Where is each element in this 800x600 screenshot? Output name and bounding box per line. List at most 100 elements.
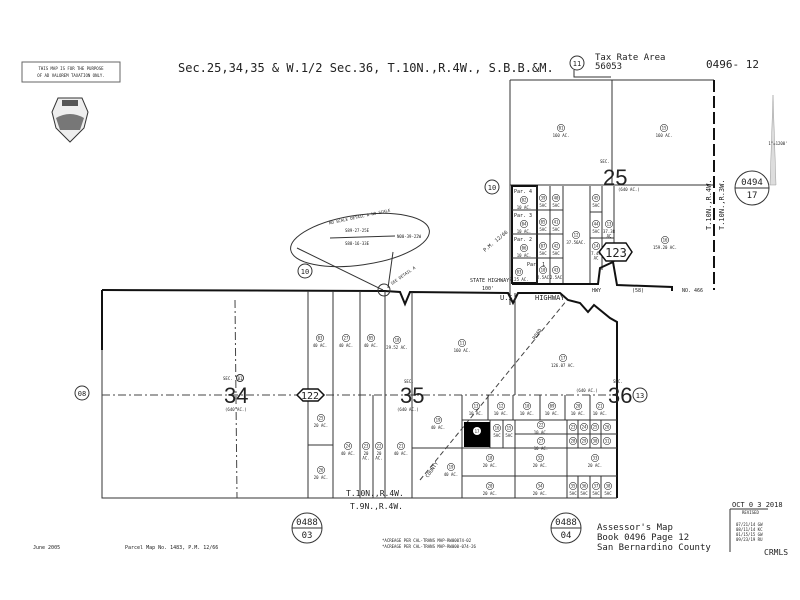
code-122: 122 [301,391,319,402]
parcel-acreage: 20 AC. [588,463,602,468]
parcel-43[interactable]: 432.5AC [550,266,563,280]
parcel-03[interactable]: 038.25 AC. [509,268,529,282]
parcel-26[interactable]: 26 [603,423,611,431]
parcel-number: 30 [593,439,598,444]
sec-25-acreage: (640 AC.) [618,187,640,192]
parcel-25[interactable]: 25 [591,423,599,431]
parcel-number-circle [592,220,600,228]
sec-25-label: SEC. [600,159,610,164]
parcel-acreage: 8.25 AC. [509,277,528,282]
parcel-number-circle [537,421,545,429]
parcel-number-circle [393,336,401,344]
parcel-number: 36 [582,484,587,489]
parcel-acreage: 40 AC. [364,343,378,348]
detail-bearing-1: S89-27-25E [345,228,370,233]
adjacent-map-13[interactable]: 13 [636,392,644,400]
parcel-number-circle [596,402,604,410]
parcel-24[interactable]: 24 [580,423,588,431]
adjacent-map-08[interactable]: 08 [78,390,86,398]
parcel-number-circle [493,424,501,432]
parcel-10[interactable]: 102.5AC [537,266,550,280]
parcel-28[interactable]: 28 [569,437,577,445]
adjacent-map-0494-17[interactable]: 0494 17 [734,170,770,206]
adjacent-map-10-top[interactable]: 10 [488,184,496,192]
parcel-number-circle [317,414,325,422]
parcel-23[interactable]: 23 [569,423,577,431]
parcel-29[interactable]: 29 [580,437,588,445]
parcel-number-circle [523,402,531,410]
parcel-acreage: 2.5AC [550,275,563,280]
sec-34-circle-number: 01 [238,376,243,381]
parcel-30[interactable]: 30 [591,437,599,445]
adjacent-map-0488-03[interactable]: 0488 03 [291,512,323,544]
parcel-number: 38 [606,484,611,489]
parcel-number-circle [539,266,547,274]
parcel-acreage: 20 AC. [483,491,497,496]
parcel-acreage: 160 AC. [454,348,471,353]
disclaimer-line2: OF AD VALOREM TAXATION ONLY. [37,73,104,78]
parcel-number-circle [557,124,565,132]
adjacent-map-10-left[interactable]: 10 [301,268,309,276]
no-466-label: NO. 466 [682,288,703,294]
detail-bearing-2: S88-16-33E [345,241,370,246]
parcel-number-circle [505,424,513,432]
parcel-31[interactable]: 31 [603,437,611,445]
adjacent-map-0488-04[interactable]: 0488 04 [550,512,582,544]
parcel-acreage: 5AC [580,491,588,496]
parcel-number-circle [603,423,611,431]
tax-rate-label: Tax Rate Area [595,53,665,63]
parcel-number-circle [317,466,325,474]
parcel-acreage: 5AC [552,227,560,232]
